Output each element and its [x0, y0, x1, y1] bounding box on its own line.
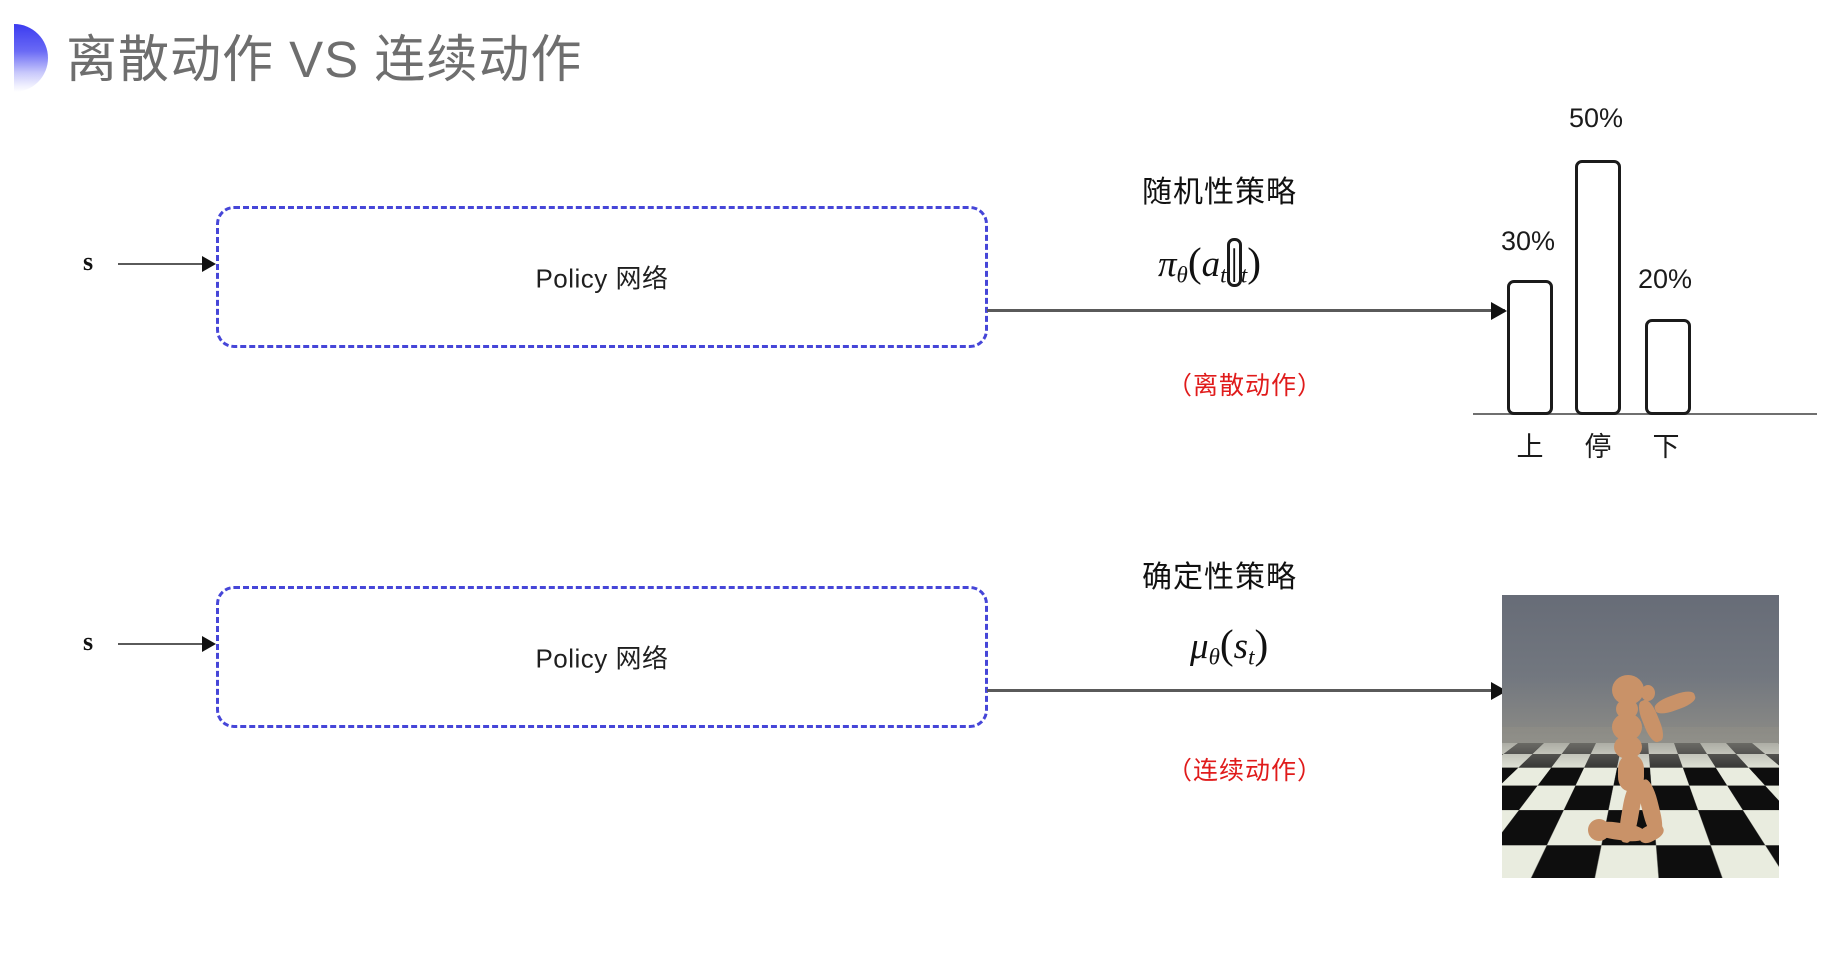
input-state-label-discrete: s [83, 247, 94, 276]
humanoid-hand [1641, 685, 1655, 701]
formula-mu-symbol: μ [1190, 626, 1209, 667]
formula-theta-sub: θ [1176, 262, 1188, 288]
bar-value-label: 20% [1637, 264, 1693, 294]
action-probability-bar-chart: 30% 上 50% 停 20% 下 [1460, 95, 1820, 462]
bar-value-label: 30% [1500, 226, 1556, 256]
formula-close-paren: ) [1247, 239, 1262, 285]
policy-network-box-continuous[interactable]: Policy 网络 [216, 586, 988, 728]
bar-category-label: 上 [1516, 432, 1544, 462]
formula-state-sub: t [1240, 262, 1248, 288]
formula-open-paren: ( [1219, 621, 1234, 667]
table-row [1645, 319, 1691, 415]
bar-category-label: 停 [1584, 432, 1612, 462]
bar-category-label: 下 [1652, 432, 1680, 462]
policy-kind-discrete: 随机性策略 [1142, 176, 1297, 209]
page-title: 离散动作 VS 连续动作 [66, 31, 583, 88]
input-state-label-continuous: s [83, 627, 94, 656]
policy-network-box-discrete[interactable]: Policy 网络 [216, 206, 988, 348]
chart-baseline-axis [1473, 413, 1817, 415]
half-circle-bullet-icon [14, 24, 48, 92]
table-row [1575, 160, 1621, 415]
action-type-note-continuous: （连续动作） [1167, 757, 1324, 785]
formula-continuous: μθ(st) [1190, 620, 1268, 670]
input-arrow-discrete [118, 263, 214, 265]
formula-close-paren: ) [1254, 621, 1269, 667]
output-arrow-discrete [987, 309, 1505, 312]
output-arrow-continuous [987, 689, 1505, 692]
action-type-note-discrete: （离散动作） [1167, 372, 1324, 400]
policy-network-label-continuous: Policy 网络 [535, 643, 669, 674]
formula-state-symbol: s [1233, 626, 1249, 667]
table-row [1507, 280, 1553, 415]
humanoid-simulation-image [1502, 595, 1779, 878]
formula-open-paren: ( [1187, 239, 1202, 285]
formula-action-symbol: a [1201, 244, 1221, 285]
formula-theta-sub: θ [1208, 644, 1220, 670]
bar-value-label: 50% [1568, 103, 1624, 133]
formula-state-sub: t [1248, 644, 1255, 670]
policy-kind-continuous: 确定性策略 [1142, 561, 1297, 594]
humanoid-foot [1588, 819, 1610, 841]
formula-conditional-bar: | [1226, 238, 1242, 287]
policy-network-label-discrete: Policy 网络 [535, 263, 669, 294]
formula-discrete: πθ(at|st) [1158, 238, 1261, 288]
formula-action-sub: t [1220, 262, 1227, 288]
formula-pi-symbol: π [1158, 244, 1177, 285]
input-arrow-continuous [118, 643, 214, 645]
